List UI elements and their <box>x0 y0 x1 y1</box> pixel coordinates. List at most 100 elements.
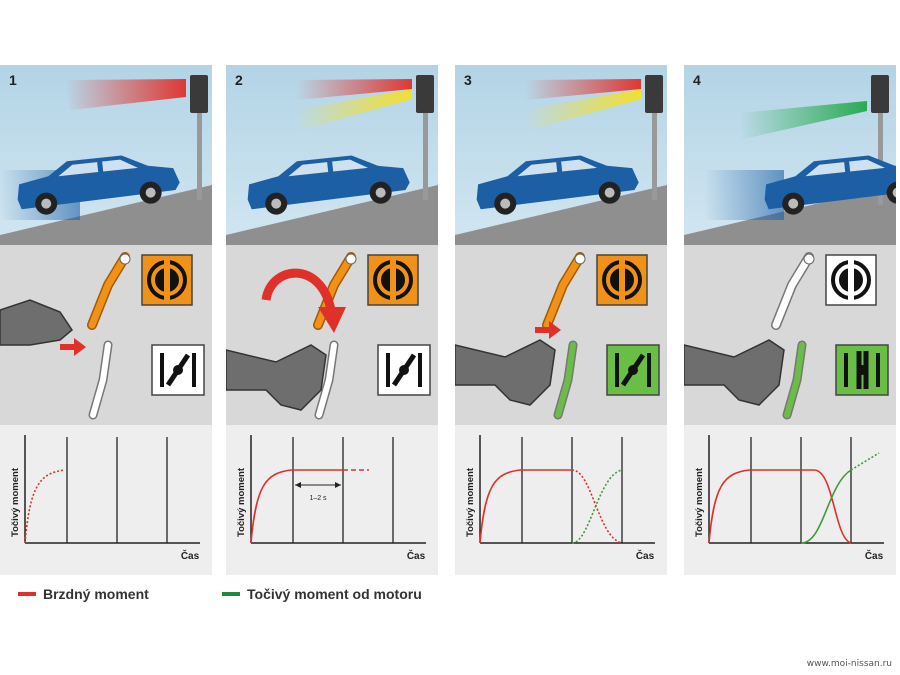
brake-pedal-arm <box>88 253 129 329</box>
car-window <box>332 159 368 172</box>
car-wheel-hub <box>145 187 156 198</box>
car-body <box>764 155 896 210</box>
y-axis-label: Točivý moment <box>10 467 21 537</box>
car-body <box>247 155 410 210</box>
interval-arrow-head <box>295 482 301 488</box>
car <box>247 155 410 215</box>
x-axis-label: Čas <box>636 549 655 562</box>
brake-pivot <box>803 253 815 265</box>
traffic-light <box>416 75 434 113</box>
shoe <box>684 339 785 406</box>
red-beam <box>525 79 641 100</box>
brake-pivot <box>345 253 357 265</box>
engine-torque-curve <box>800 469 852 544</box>
brake-torque-curve <box>24 469 66 544</box>
clutch-hub-icon <box>857 365 867 375</box>
red-beam <box>296 79 412 100</box>
lower-pedal <box>784 342 805 418</box>
car-wheel-hub <box>892 187 896 198</box>
traffic-light <box>190 75 208 113</box>
legend-engine: Točivý moment od motoru <box>222 586 422 602</box>
brake-pivot <box>574 253 586 265</box>
graph-area <box>455 425 667 575</box>
driver-foot <box>455 339 556 406</box>
shoe <box>0 299 73 346</box>
brake-pivot <box>119 253 131 265</box>
driver-foot <box>0 299 73 346</box>
interval-arrow-head <box>335 482 341 488</box>
car-window <box>102 159 138 172</box>
brake-disc-gap <box>619 259 625 301</box>
panel-number: 2 <box>235 72 243 88</box>
x-axis-label: Čas <box>181 549 200 562</box>
interval-label: 1–2 s <box>309 495 327 502</box>
car <box>764 155 896 215</box>
legend-brake: Brzdný moment <box>18 586 149 602</box>
graph-area <box>226 425 438 575</box>
y-axis-label: Točivý moment <box>465 467 476 537</box>
car-wheel-hub <box>788 198 799 209</box>
yellow-beam <box>525 89 641 130</box>
hill <box>684 185 896 245</box>
car-window <box>288 162 329 177</box>
car-body <box>17 155 180 210</box>
car-wheel-hub <box>271 198 282 209</box>
brake-disc-gap <box>164 259 170 301</box>
light-pole <box>652 105 657 200</box>
push-arrow <box>535 321 561 339</box>
light-pole <box>423 105 428 200</box>
brake-torque-curve <box>250 469 343 544</box>
car-wheel-hub <box>500 198 511 209</box>
panel-number: 3 <box>464 72 472 88</box>
car-wheel-hub <box>604 187 615 198</box>
legend-brake-swatch <box>18 591 36 596</box>
lower-pedal <box>316 342 337 418</box>
curve-arrow <box>261 268 336 312</box>
driver-foot <box>226 344 327 411</box>
car-window <box>517 162 558 177</box>
x-axis-label: Čas <box>865 549 884 562</box>
car-body <box>476 155 639 210</box>
green-beam <box>739 101 867 140</box>
brake-disc-gap <box>390 259 396 301</box>
graph-area <box>0 425 212 575</box>
clutch-hub-icon <box>399 365 409 375</box>
car-window <box>849 159 885 172</box>
hill <box>0 185 212 245</box>
brake-disc-gap <box>848 259 854 301</box>
curve-arrow-head <box>318 307 346 333</box>
car-wheel-hub <box>41 198 52 209</box>
brake-release-curve <box>571 469 623 544</box>
legend-engine-label: Točivý moment od motoru <box>247 586 422 602</box>
traffic-light <box>645 75 663 113</box>
brake-pedal-arm <box>543 253 584 329</box>
legend-engine-swatch <box>222 591 240 596</box>
yellow-beam <box>296 89 412 130</box>
brake-torque-curve <box>708 469 852 544</box>
light-pole <box>878 105 883 205</box>
car <box>17 155 180 215</box>
car-wheel <box>886 181 896 204</box>
clutch-hub-icon <box>173 365 183 375</box>
panel-number: 1 <box>9 72 17 88</box>
light-pole <box>197 105 202 200</box>
shoe <box>226 344 327 411</box>
traffic-light <box>871 75 889 113</box>
driver-foot <box>684 339 785 406</box>
car <box>476 155 639 215</box>
y-axis-label: Točivý moment <box>236 467 247 537</box>
red-beam <box>65 79 186 110</box>
car-window <box>805 162 846 177</box>
clutch-hub-icon <box>628 365 638 375</box>
x-axis-label: Čas <box>407 549 426 562</box>
